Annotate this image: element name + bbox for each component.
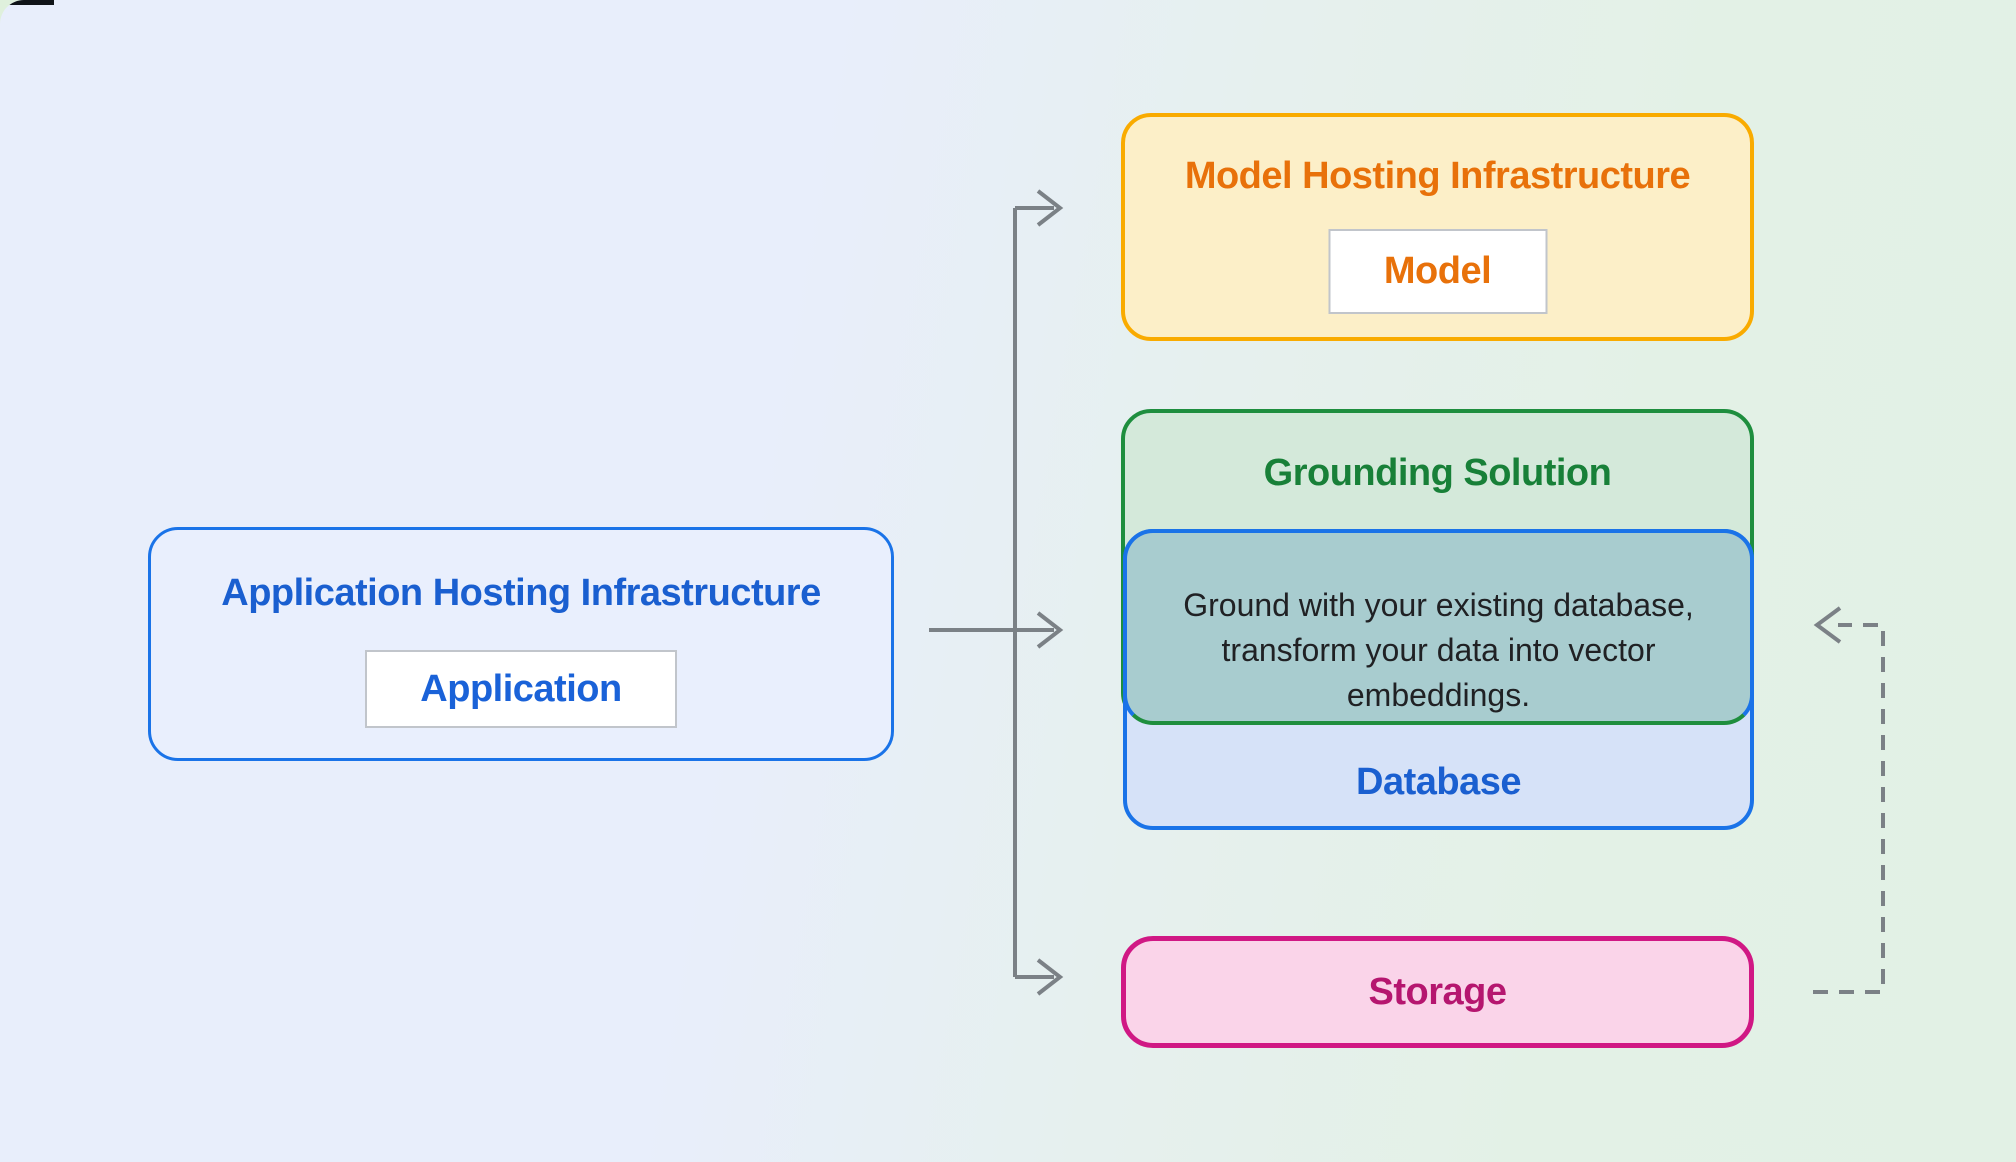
application-hosting-box: Application Hosting Infrastructure Appli… bbox=[148, 527, 894, 761]
storage-label: Storage bbox=[1368, 970, 1507, 1013]
grounding-description: Ground with your existing database, tran… bbox=[1127, 583, 1750, 718]
arrowhead-to-model-icon bbox=[1036, 189, 1064, 227]
model-chip: Model bbox=[1328, 229, 1547, 314]
storage-box: Storage bbox=[1121, 936, 1754, 1048]
connector-storage-to-grounding-dashed bbox=[1813, 623, 1885, 994]
grounding-description-line: transform your data into vector bbox=[1221, 632, 1656, 668]
grounding-database-overlap-box: Ground with your existing database, tran… bbox=[1123, 529, 1754, 725]
application-chip: Application bbox=[365, 650, 677, 728]
grounding-description-line: embeddings. bbox=[1346, 677, 1531, 713]
model-hosting-box: Model Hosting Infrastructure Model bbox=[1121, 113, 1754, 341]
arrowhead-to-storage-icon bbox=[1036, 958, 1064, 996]
grounding-solution-title: Grounding Solution bbox=[1263, 452, 1612, 494]
model-hosting-title: Model Hosting Infrastructure bbox=[1184, 155, 1691, 197]
grounding-description-line: Ground with your existing database, bbox=[1183, 587, 1694, 623]
arrowhead-dashed-to-overlap-icon bbox=[1813, 606, 1842, 644]
connector-application-trunk bbox=[929, 206, 1054, 979]
screen-corner-artifact bbox=[8, 0, 54, 5]
application-hosting-title: Application Hosting Infrastructure bbox=[221, 572, 821, 614]
arrowhead-to-grounding-icon bbox=[1036, 611, 1064, 649]
database-label: Database bbox=[1356, 761, 1521, 803]
